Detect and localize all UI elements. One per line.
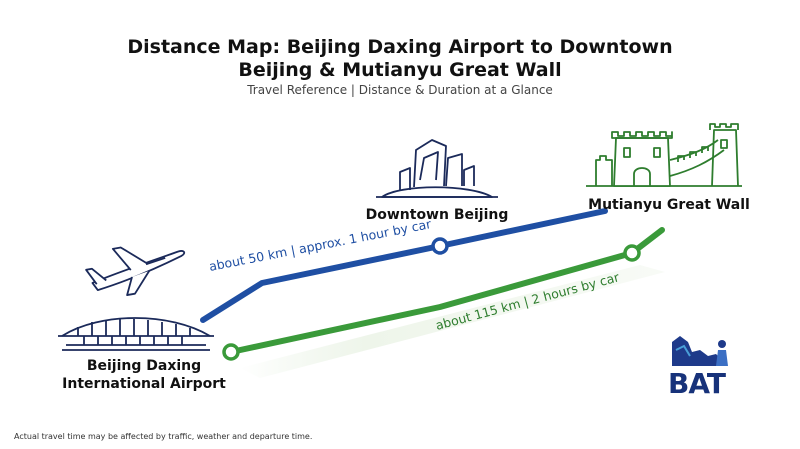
logo-text: BAT (668, 367, 726, 400)
route-node-downtown (431, 237, 449, 255)
route-label-downtown: about 50 km | approx. 1 hour by car (208, 216, 434, 274)
downtown-skyline-icon (376, 139, 498, 198)
route-node-airport (222, 343, 240, 361)
great-wall-icon (586, 123, 742, 187)
airport-label-line-2: International Airport (62, 376, 226, 392)
airport-label-line-1: Beijing Daxing (86, 358, 202, 374)
route-node-great-wall (623, 244, 641, 262)
route-line-great-wall (228, 227, 665, 355)
route-shadow (240, 265, 665, 378)
title-line-1: Distance Map: Beijing Daxing Airport to … (127, 36, 673, 58)
airplane-icon (85, 246, 186, 296)
airport-terminal-icon (58, 317, 214, 351)
page-subtitle: Travel Reference | Distance & Duration a… (247, 83, 553, 97)
page-title: Distance Map: Beijing Daxing Airport to … (0, 36, 800, 82)
route-line-downtown (200, 208, 608, 323)
footnote: Actual travel time may be affected by tr… (14, 432, 313, 441)
logo-great-wall-icon (672, 336, 728, 366)
location-label-downtown: Downtown Beijing (365, 207, 509, 223)
location-label-great-wall: Mutianyu Great Wall (588, 197, 750, 213)
title-line-2: Beijing & Mutianyu Great Wall (238, 59, 562, 81)
location-label-airport: Beijing Daxing International Airport (62, 357, 226, 393)
